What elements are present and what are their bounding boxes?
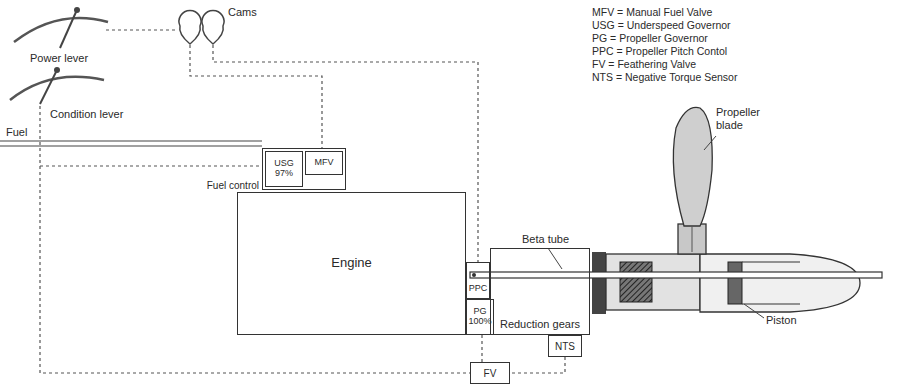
node-text: NTS <box>555 341 575 352</box>
blade-axis <box>692 226 693 252</box>
leader-line <box>548 248 562 269</box>
node-text: MFV <box>315 158 334 168</box>
node-text: USG 97% <box>266 159 302 179</box>
part-label: Beta tube <box>522 233 569 246</box>
lever-quadrant <box>14 18 108 42</box>
legend-text: PG = Propeller Governor <box>592 32 708 44</box>
beta-tube <box>470 272 882 278</box>
tube-end <box>472 273 476 277</box>
control-linkage <box>106 29 178 30</box>
control-connector <box>510 357 565 373</box>
legend-text: USG = Underspeed Governor <box>592 19 731 31</box>
node-text: Fuel control <box>207 180 259 191</box>
control-linkage <box>40 30 478 373</box>
lever-arm <box>60 12 76 48</box>
legend-text: NTS = Negative Torque Sensor <box>592 71 737 83</box>
node-text: PPC <box>469 284 488 294</box>
lever-knob <box>74 7 80 13</box>
cam-symbol <box>179 10 201 44</box>
node-text: FV <box>484 368 497 379</box>
control-linkage <box>40 165 262 166</box>
part-label: Propeller blade <box>716 106 774 131</box>
fuel-line <box>0 145 262 146</box>
pitch-dome <box>700 254 860 312</box>
leader-line <box>704 136 716 150</box>
hub-flange <box>592 252 606 314</box>
lever-quadrant <box>10 77 104 100</box>
cylinder-wall <box>742 304 800 305</box>
lever-knob <box>54 67 60 73</box>
node-text: Reduction gears <box>500 318 580 330</box>
legend-text: FV = Feathering Valve <box>592 58 696 70</box>
control-linkage <box>190 45 322 148</box>
part-label: Piston <box>766 314 797 327</box>
fuel-line <box>0 140 262 141</box>
cam-symbol <box>202 10 224 44</box>
governor-box: USG 97% <box>265 151 303 187</box>
control-connector <box>481 335 482 362</box>
sensor-box: NTS <box>548 335 582 357</box>
part-label: Power lever <box>30 52 88 65</box>
engine-box: Engine <box>237 192 466 335</box>
part-label: Fuel <box>6 126 27 139</box>
pitch-control-box: PPC <box>466 262 490 299</box>
piston-symbol <box>728 262 742 304</box>
legend-text: MFV = Manual Fuel Valve <box>592 6 712 18</box>
hub-body <box>606 254 700 310</box>
valve-box: FV <box>470 362 510 384</box>
part-label: Condition lever <box>50 108 123 121</box>
propeller-blade <box>673 107 712 226</box>
part-label: Cams <box>228 6 257 19</box>
cylinder-wall <box>742 262 800 263</box>
leader-line <box>744 304 764 318</box>
blade-shank <box>678 224 706 254</box>
valve-box: MFV <box>305 151 343 175</box>
hub-bearing <box>620 262 652 302</box>
node-text: Engine <box>331 256 371 270</box>
gearbox: Reduction gears <box>490 248 590 335</box>
fuel-control-box: Fuel controlUSG 97%MFV <box>262 148 346 190</box>
lever-arm <box>40 72 56 104</box>
legend-text: PPC = Propeller Pitch Contol <box>592 45 727 57</box>
